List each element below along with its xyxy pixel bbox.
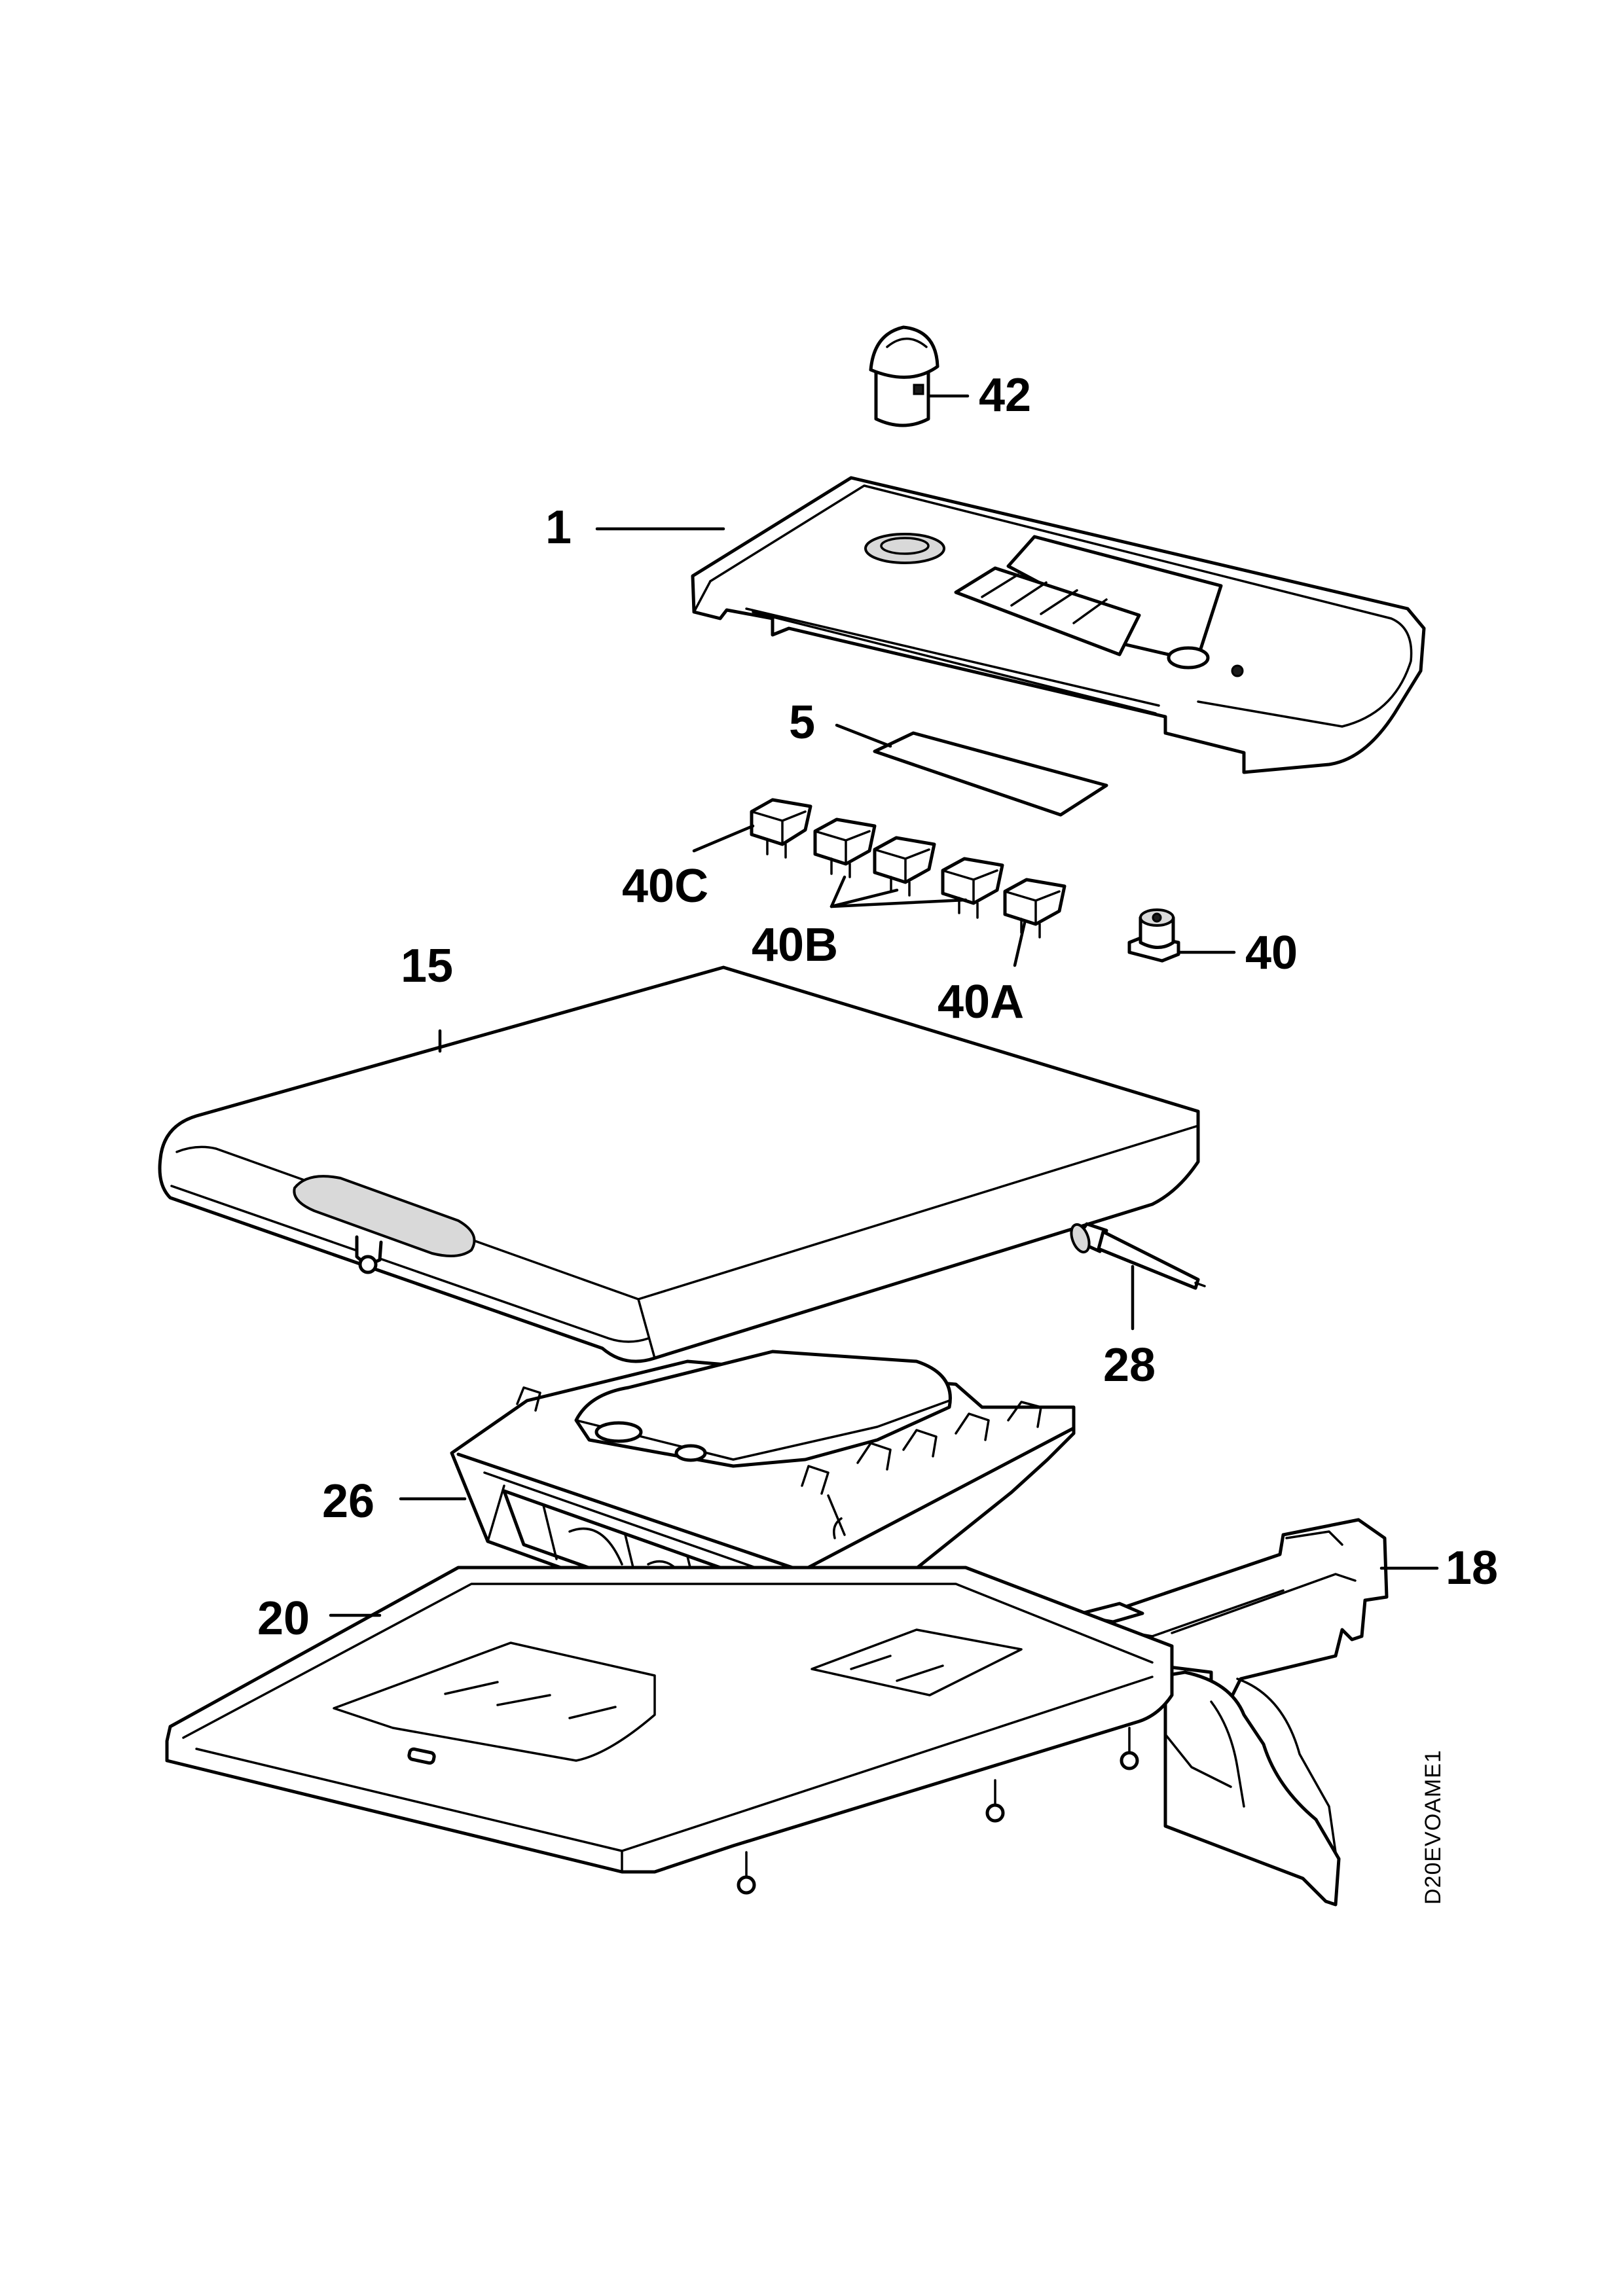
leader-40b-3 — [830, 898, 968, 908]
callout-1: 1 — [545, 501, 572, 554]
callout-5: 5 — [789, 696, 815, 749]
part-40c-button — [750, 798, 812, 859]
callout-15: 15 — [401, 940, 453, 992]
callout-40c: 40C — [622, 860, 708, 912]
callout-42: 42 — [979, 369, 1031, 422]
part-28-hinge-pin — [1070, 1222, 1206, 1290]
callout-20: 20 — [257, 1592, 310, 1645]
callout-18: 18 — [1446, 1542, 1498, 1594]
part-15-lid — [158, 965, 1200, 1363]
leader-5 — [835, 723, 892, 748]
callout-28: 28 — [1103, 1339, 1156, 1391]
leader-40b-1 — [830, 875, 847, 908]
part-1-control-panel — [691, 476, 1426, 774]
base-tray — [165, 1566, 1174, 1895]
part-40b-buttons — [813, 817, 1004, 919]
part-40-switch — [1127, 908, 1180, 963]
part-40a-button — [1003, 878, 1067, 939]
callout-40a: 40A — [938, 976, 1024, 1028]
drawing-code: D20EVOAME1 — [1421, 1749, 1446, 1905]
leader-40a — [1013, 921, 1027, 967]
callout-40b: 40B — [752, 919, 838, 971]
part-42-knob — [869, 325, 939, 427]
part-5-label — [873, 731, 1108, 817]
leader-lines — [329, 394, 1439, 1617]
leader-40c — [692, 824, 755, 853]
leader-40b-2 — [830, 888, 899, 908]
callout-40: 40 — [1245, 927, 1298, 979]
callout-26: 26 — [322, 1475, 374, 1528]
callout-labels: 42 1 5 40C 40B 40A 40 15 28 26 20 18 — [257, 369, 1498, 1645]
